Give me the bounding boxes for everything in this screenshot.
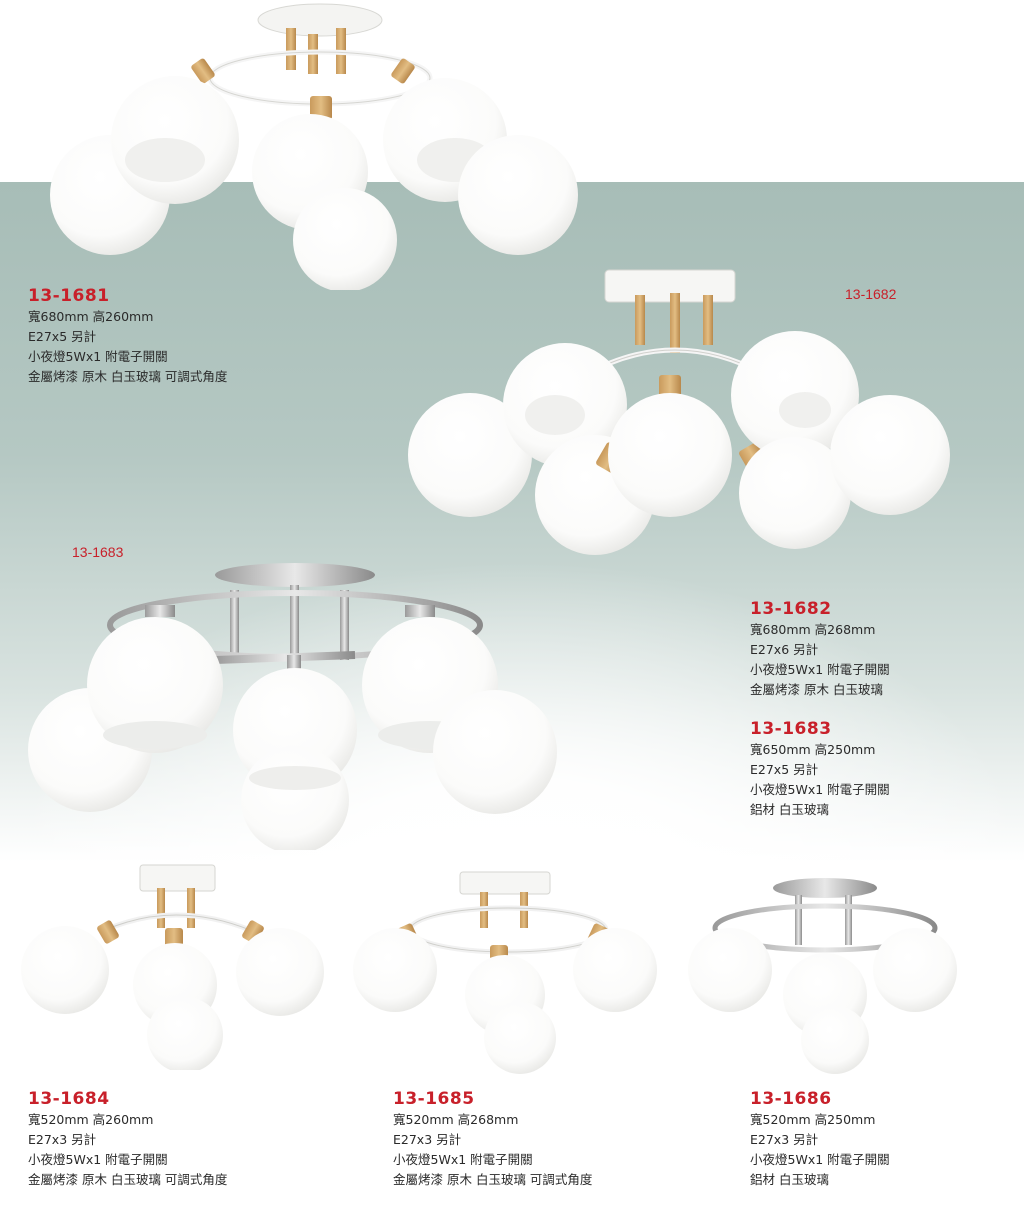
lamp-13-1683-image — [28, 563, 557, 850]
product-code: 13-1684 — [28, 1089, 110, 1109]
spec-nightlight: 小夜燈5Wx1 附電子開關 — [750, 1152, 890, 1167]
spec-material: 金屬烤漆 原木 白玉玻璃 可調式角度 — [28, 1172, 228, 1187]
lamp-13-1681-image — [50, 3, 578, 290]
lamp-13-1685-image — [353, 871, 657, 1074]
spec-material: 金屬烤漆 原木 白玉玻璃 可調式角度 — [28, 369, 228, 384]
spec-bulbs: E27x3 另計 — [393, 1132, 462, 1147]
tag-13-1682: 13-1682 — [845, 286, 897, 302]
spec-13-1683: 13-1683 寬650mm 高250mm E27x5 另計 小夜燈5Wx1 附… — [750, 718, 890, 820]
product-code: 13-1683 — [750, 719, 832, 739]
spec-13-1686: 13-1686 寬520mm 高250mm E27x3 另計 小夜燈5Wx1 附… — [750, 1088, 890, 1190]
spec-material: 鋁材 白玉玻璃 — [750, 1172, 829, 1187]
spec-material: 金屬烤漆 原木 白玉玻璃 可調式角度 — [393, 1172, 593, 1187]
spec-13-1685: 13-1685 寬520mm 高268mm E27x3 另計 小夜燈5Wx1 附… — [393, 1088, 592, 1190]
spec-nightlight: 小夜燈5Wx1 附電子開關 — [393, 1152, 533, 1167]
spec-nightlight: 小夜燈5Wx1 附電子開關 — [28, 1152, 168, 1167]
spec-material: 鋁材 白玉玻璃 — [750, 802, 829, 817]
spec-dimensions: 寬650mm 高250mm — [750, 742, 876, 757]
spec-nightlight: 小夜燈5Wx1 附電子開關 — [750, 662, 890, 677]
product-code: 13-1686 — [750, 1089, 832, 1109]
spec-bulbs: E27x5 另計 — [750, 762, 819, 777]
product-code: 13-1685 — [393, 1089, 475, 1109]
spec-bulbs: E27x6 另計 — [750, 642, 819, 657]
spec-13-1681: 13-1681 寬680mm 高260mm E27x5 另計 小夜燈5Wx1 附… — [28, 285, 227, 387]
spec-material: 金屬烤漆 原木 白玉玻璃 — [750, 682, 883, 697]
spec-13-1682: 13-1682 寬680mm 高268mm E27x6 另計 小夜燈5Wx1 附… — [750, 598, 890, 700]
spec-bulbs: E27x3 另計 — [750, 1132, 819, 1147]
lamp-13-1684-image — [21, 864, 324, 1070]
spec-13-1684: 13-1684 寬520mm 高260mm E27x3 另計 小夜燈5Wx1 附… — [28, 1088, 227, 1190]
lamp-13-1686-image — [688, 878, 957, 1074]
spec-dimensions: 寬680mm 高260mm — [28, 309, 154, 324]
lamp-13-1682-image — [408, 269, 950, 555]
spec-dimensions: 寬520mm 高268mm — [393, 1112, 519, 1127]
product-code: 13-1681 — [28, 286, 110, 306]
product-code: 13-1682 — [750, 599, 832, 619]
spec-dimensions: 寬520mm 高250mm — [750, 1112, 876, 1127]
spec-nightlight: 小夜燈5Wx1 附電子開關 — [750, 782, 890, 797]
spec-dimensions: 寬680mm 高268mm — [750, 622, 876, 637]
spec-bulbs: E27x3 另計 — [28, 1132, 97, 1147]
tag-13-1683: 13-1683 — [72, 544, 124, 560]
spec-bulbs: E27x5 另計 — [28, 329, 97, 344]
spec-nightlight: 小夜燈5Wx1 附電子開關 — [28, 349, 168, 364]
spec-dimensions: 寬520mm 高260mm — [28, 1112, 154, 1127]
